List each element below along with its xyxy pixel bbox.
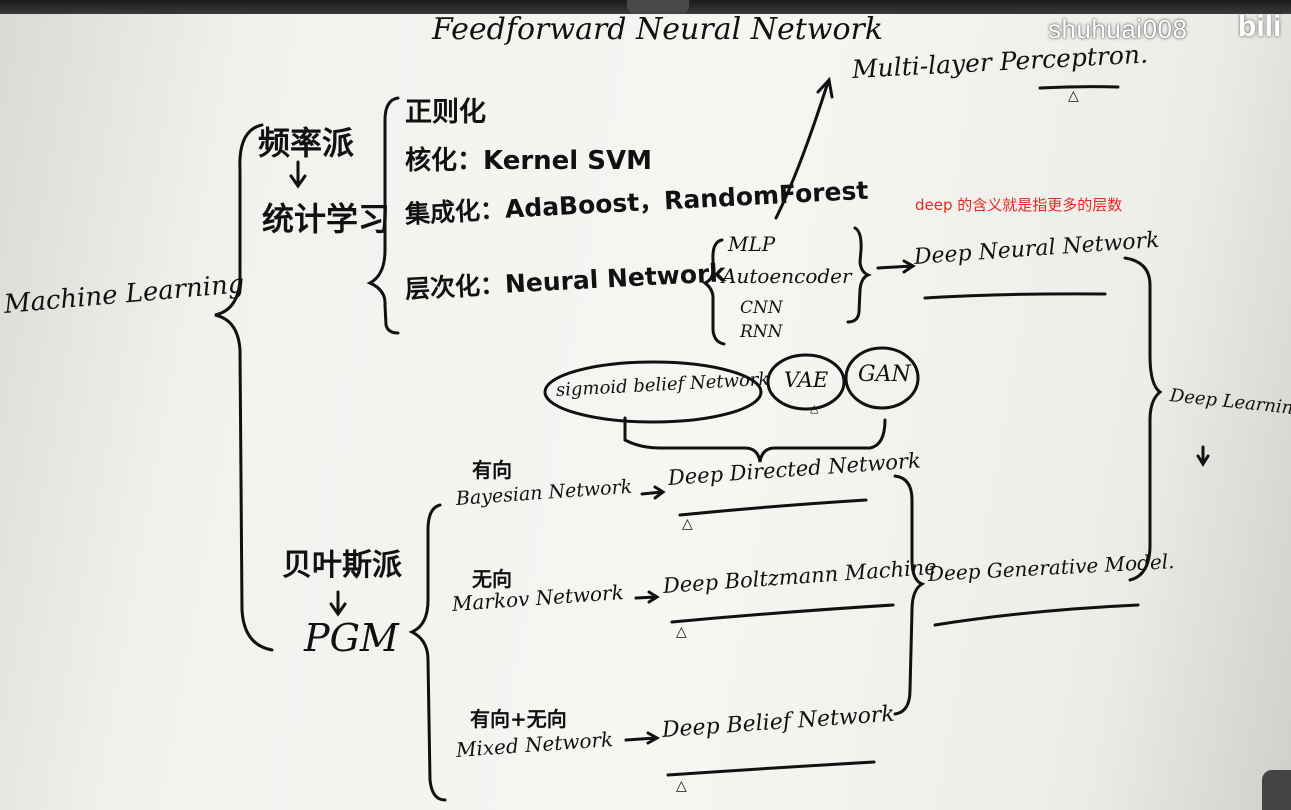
dgm-underline (933, 603, 1140, 627)
vae-label: VAE (784, 368, 829, 392)
directed-cn-label: 有向 (472, 458, 512, 482)
dbn-triangle: △ (676, 778, 687, 794)
main-brace (214, 123, 274, 652)
dl-bracket (1123, 256, 1163, 582)
bayesian-label: 贝叶斯派 (282, 548, 402, 583)
dnn-underline (923, 292, 1107, 300)
arrow-down-2 (329, 590, 347, 617)
nn-type-rnn: RNN (740, 322, 783, 342)
gan-ellipse (844, 346, 920, 410)
corner-overlay (1262, 770, 1291, 810)
nn-brace-right (846, 226, 872, 324)
arrow-to-mlp (774, 76, 834, 220)
vae-ellipse (766, 353, 846, 411)
dbn-underline (666, 760, 876, 777)
watermark-logo: bili (1238, 10, 1282, 43)
stat-learning-label: 统计学习 (262, 200, 391, 238)
nn-type-autoencoder: Autoencoder (722, 264, 852, 288)
undirected-cn-label: 无向 (472, 567, 512, 591)
arrow-down-1 (289, 160, 307, 189)
sbn-ellipse (543, 360, 763, 424)
arrow-mix (624, 731, 661, 745)
dbm-underline (670, 603, 895, 624)
dg-bracket (893, 474, 926, 716)
nn-brace-left (701, 238, 726, 346)
ddn-triangle: △ (682, 516, 693, 532)
arrow-mn (634, 590, 660, 604)
title: Feedforward Neural Network (432, 12, 884, 47)
dl-arrow (1196, 445, 1210, 467)
arrow-bn (640, 485, 666, 500)
ddn-underline (678, 498, 868, 517)
mlp-underline (1038, 85, 1120, 90)
nn-type-cnn: CNN (740, 298, 783, 318)
pgm-brace (408, 503, 447, 802)
frequentist-label: 频率派 (258, 124, 355, 162)
mixed-cn-label: 有向+无向 (470, 707, 567, 731)
vae-triangle: △ (810, 402, 819, 415)
nn-type-mlp: MLP (728, 232, 776, 256)
regularization-label: 正则化 (405, 97, 486, 128)
overlay-note: deep 的含义就是指更多的层数 (915, 196, 1123, 214)
pgm-label: PGM (304, 616, 399, 660)
top-tab (627, 0, 689, 14)
arrow-to-dnn (876, 259, 916, 274)
mlp-triangle: △ (1068, 88, 1079, 104)
watermark-author: shuhuai008 (1048, 14, 1188, 44)
ellipses-connector (623, 416, 887, 463)
dbm-triangle: △ (676, 624, 687, 640)
freq-brace (366, 96, 400, 335)
kernel-label: 核化：Kernel SVM (405, 146, 652, 176)
gan-label: GAN (858, 362, 911, 387)
